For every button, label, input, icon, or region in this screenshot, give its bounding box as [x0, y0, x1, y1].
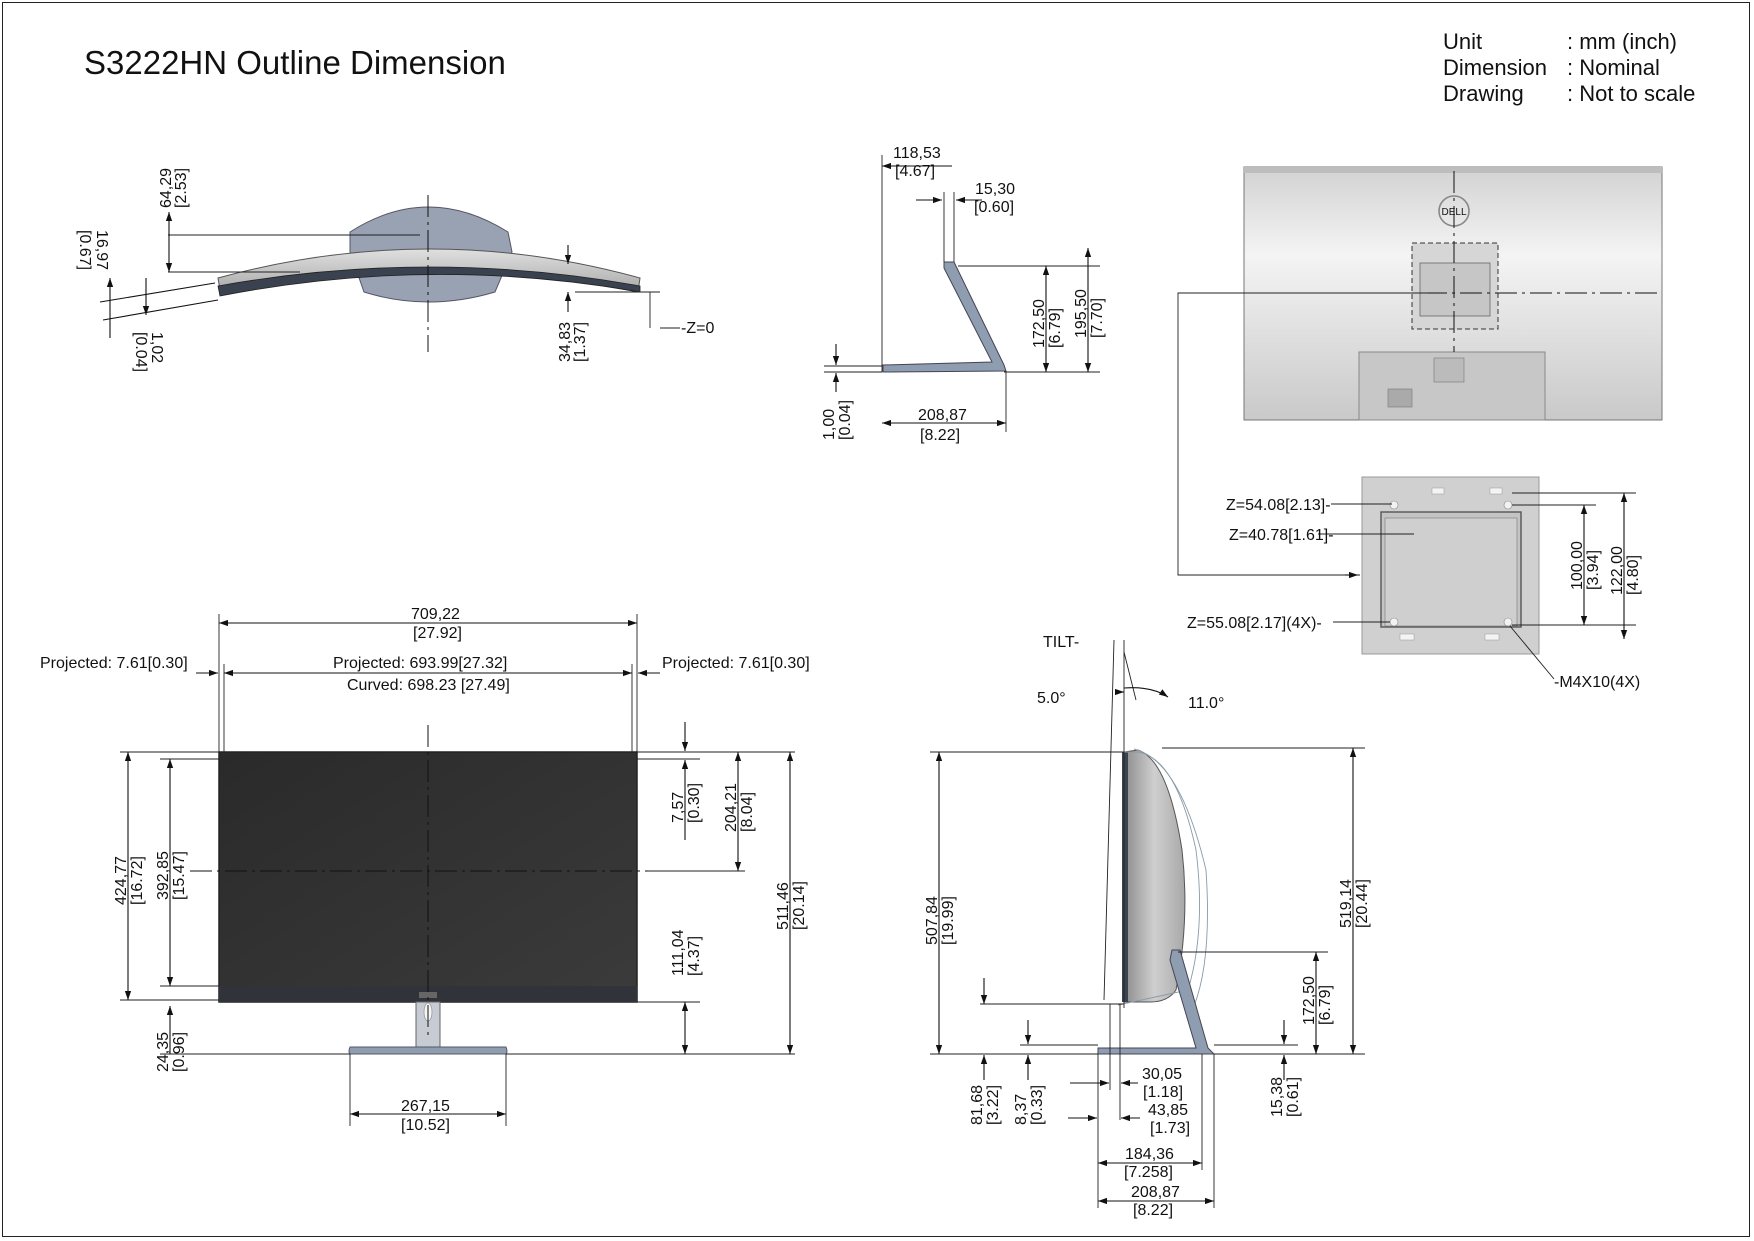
front-proj-center: Projected: 693.99[27.32]	[333, 655, 507, 672]
vesa-d122-in: [4.80]	[1625, 555, 1642, 595]
vesa-d100: 100,00	[1569, 541, 1586, 590]
side-h507-in: [19.99]	[940, 896, 957, 945]
stand-base-t-in: [0.04]	[837, 400, 854, 440]
vesa-detail: 100,00 [3.94] 122,00 [4.80] Z=54.08[2.13…	[1177, 292, 1642, 691]
side-h172-in: [6.79]	[1317, 985, 1334, 1025]
side-tilt-fwd: 5.0°	[1037, 690, 1066, 707]
front-d24: 24,35	[155, 1032, 172, 1072]
front-width: 709,22	[411, 606, 460, 623]
side-h81-in: [3.22]	[985, 1085, 1002, 1125]
front-stand-w-in: [10.52]	[401, 1117, 450, 1134]
side-view: TILT- 5.0° 11.0° 507,84 [19.99] 519,14 […	[924, 634, 1371, 1219]
side-h519-in: [20.44]	[1354, 879, 1371, 928]
front-curved: Curved: 698.23 [27.49]	[347, 677, 510, 694]
side-w184: 184,36	[1125, 1146, 1174, 1163]
front-h-active-in: [15.47]	[171, 851, 188, 900]
top-d3-in: [0.04]	[132, 332, 149, 372]
front-h-total-in: [16.72]	[129, 856, 146, 905]
dimension-value: : Nominal	[1567, 55, 1660, 80]
side-h8-in: [0.33]	[1029, 1085, 1046, 1125]
rear-view: DELL	[1243, 166, 1663, 421]
front-d757: 7,57	[670, 792, 687, 823]
top-d2-in: [0.67]	[76, 230, 93, 270]
side-h15: 15,38	[1269, 1077, 1286, 1117]
front-view: 709,22 [27.92] Projected: 7.61[0.30] Pro…	[40, 606, 810, 1134]
side-h15-in: [0.61]	[1285, 1077, 1302, 1117]
vesa-z2: Z=40.78[1.61]-	[1229, 527, 1334, 544]
stand-profile	[882, 261, 1007, 373]
side-w30: 30,05	[1142, 1066, 1182, 1083]
top-d3: 1,02	[148, 332, 165, 363]
side-h507: 507,84	[924, 896, 941, 945]
front-d24-in: [0.96]	[171, 1032, 188, 1072]
side-w184-in: [7.258]	[1124, 1164, 1173, 1181]
side-w43-in: [1.73]	[1150, 1120, 1190, 1137]
stand-side-view: 118,53 [4.67] 15,30 [0.60] 172,50 [6.79]…	[821, 145, 1106, 444]
dimension-label: Dimension	[1443, 55, 1547, 80]
stand-base-w: 208,87	[918, 407, 967, 424]
vesa-z3: Z=55.08[2.17](4X)-	[1187, 615, 1322, 632]
unit-value: : mm (inch)	[1567, 29, 1677, 54]
front-stand-w: 267,15	[401, 1098, 450, 1115]
front-d111: 111,04	[670, 929, 687, 976]
front-d204: 204,21	[723, 783, 740, 832]
unit-label: Unit	[1443, 29, 1482, 54]
front-stand-base	[348, 1046, 508, 1055]
vesa-d122: 122,00	[1609, 546, 1626, 595]
side-tilt-back: 11.0°	[1188, 695, 1224, 712]
stand-h2: 195,50	[1073, 289, 1090, 338]
side-tilt: TILT-	[1043, 634, 1079, 651]
stand-neck: 15,30	[975, 181, 1015, 198]
top-d4: 34,83	[557, 322, 574, 362]
front-proj-left: Projected: 7.61[0.30]	[40, 655, 188, 672]
side-h81: 81,68	[969, 1085, 986, 1125]
stand-h1-in: [6.79]	[1047, 308, 1064, 348]
front-d757-in: [0.30]	[686, 783, 703, 823]
stand-neck-in: [0.60]	[974, 199, 1014, 216]
drawing-label: Drawing	[1443, 81, 1524, 106]
vesa-z1: Z=54.08[2.13]-	[1226, 497, 1331, 514]
side-w30-in: [1.18]	[1143, 1084, 1183, 1101]
vesa-d100-in: [3.94]	[1585, 550, 1602, 590]
front-d111-in: [4.37]	[686, 936, 703, 976]
top-z0: -Z=0	[681, 320, 714, 337]
front-h-total: 424,77	[113, 856, 130, 905]
side-h8: 8,37	[1013, 1094, 1030, 1125]
stand-w-top: 118,53	[893, 145, 941, 162]
side-h172: 172,50	[1301, 976, 1318, 1025]
stand-h1: 172,50	[1031, 299, 1048, 348]
drawing-value: : Not to scale	[1567, 81, 1695, 106]
top-view: 64,29 [2.53] 16,97 [0.67] 1,02 [0.04] 34…	[76, 168, 714, 372]
top-d1-in: [2.53]	[173, 168, 190, 208]
front-d204-in: [8.04]	[739, 792, 756, 832]
drawing-notes: Unit : mm (inch) Dimension : Nominal Dra…	[1443, 29, 1695, 106]
stand-base-t: 1,00	[821, 409, 838, 440]
stand-w-top-in: [4.67]	[895, 163, 935, 180]
top-d4-in: [1.37]	[572, 322, 589, 362]
vesa-screw: -M4X10(4X)	[1554, 674, 1640, 691]
drawing-title: S3222HN Outline Dimension	[84, 44, 506, 81]
front-d511: 511,46	[775, 882, 792, 930]
side-h519: 519,14	[1338, 879, 1355, 928]
stand-base-w-in: [8.22]	[920, 427, 960, 444]
side-w208: 208,87	[1131, 1184, 1180, 1201]
front-h-active: 392,85	[155, 851, 172, 900]
front-d511-in: [20.14]	[791, 881, 808, 930]
side-monitor-body	[1123, 749, 1186, 1003]
stand-h2-in: [7.70]	[1089, 298, 1106, 338]
side-w43: 43,85	[1148, 1102, 1188, 1119]
top-d2: 16,97	[93, 230, 110, 270]
top-d1: 64,29	[158, 168, 175, 208]
front-width-in: [27.92]	[413, 625, 462, 642]
front-proj-right: Projected: 7.61[0.30]	[662, 655, 810, 672]
side-w208-in: [8.22]	[1133, 1202, 1173, 1219]
